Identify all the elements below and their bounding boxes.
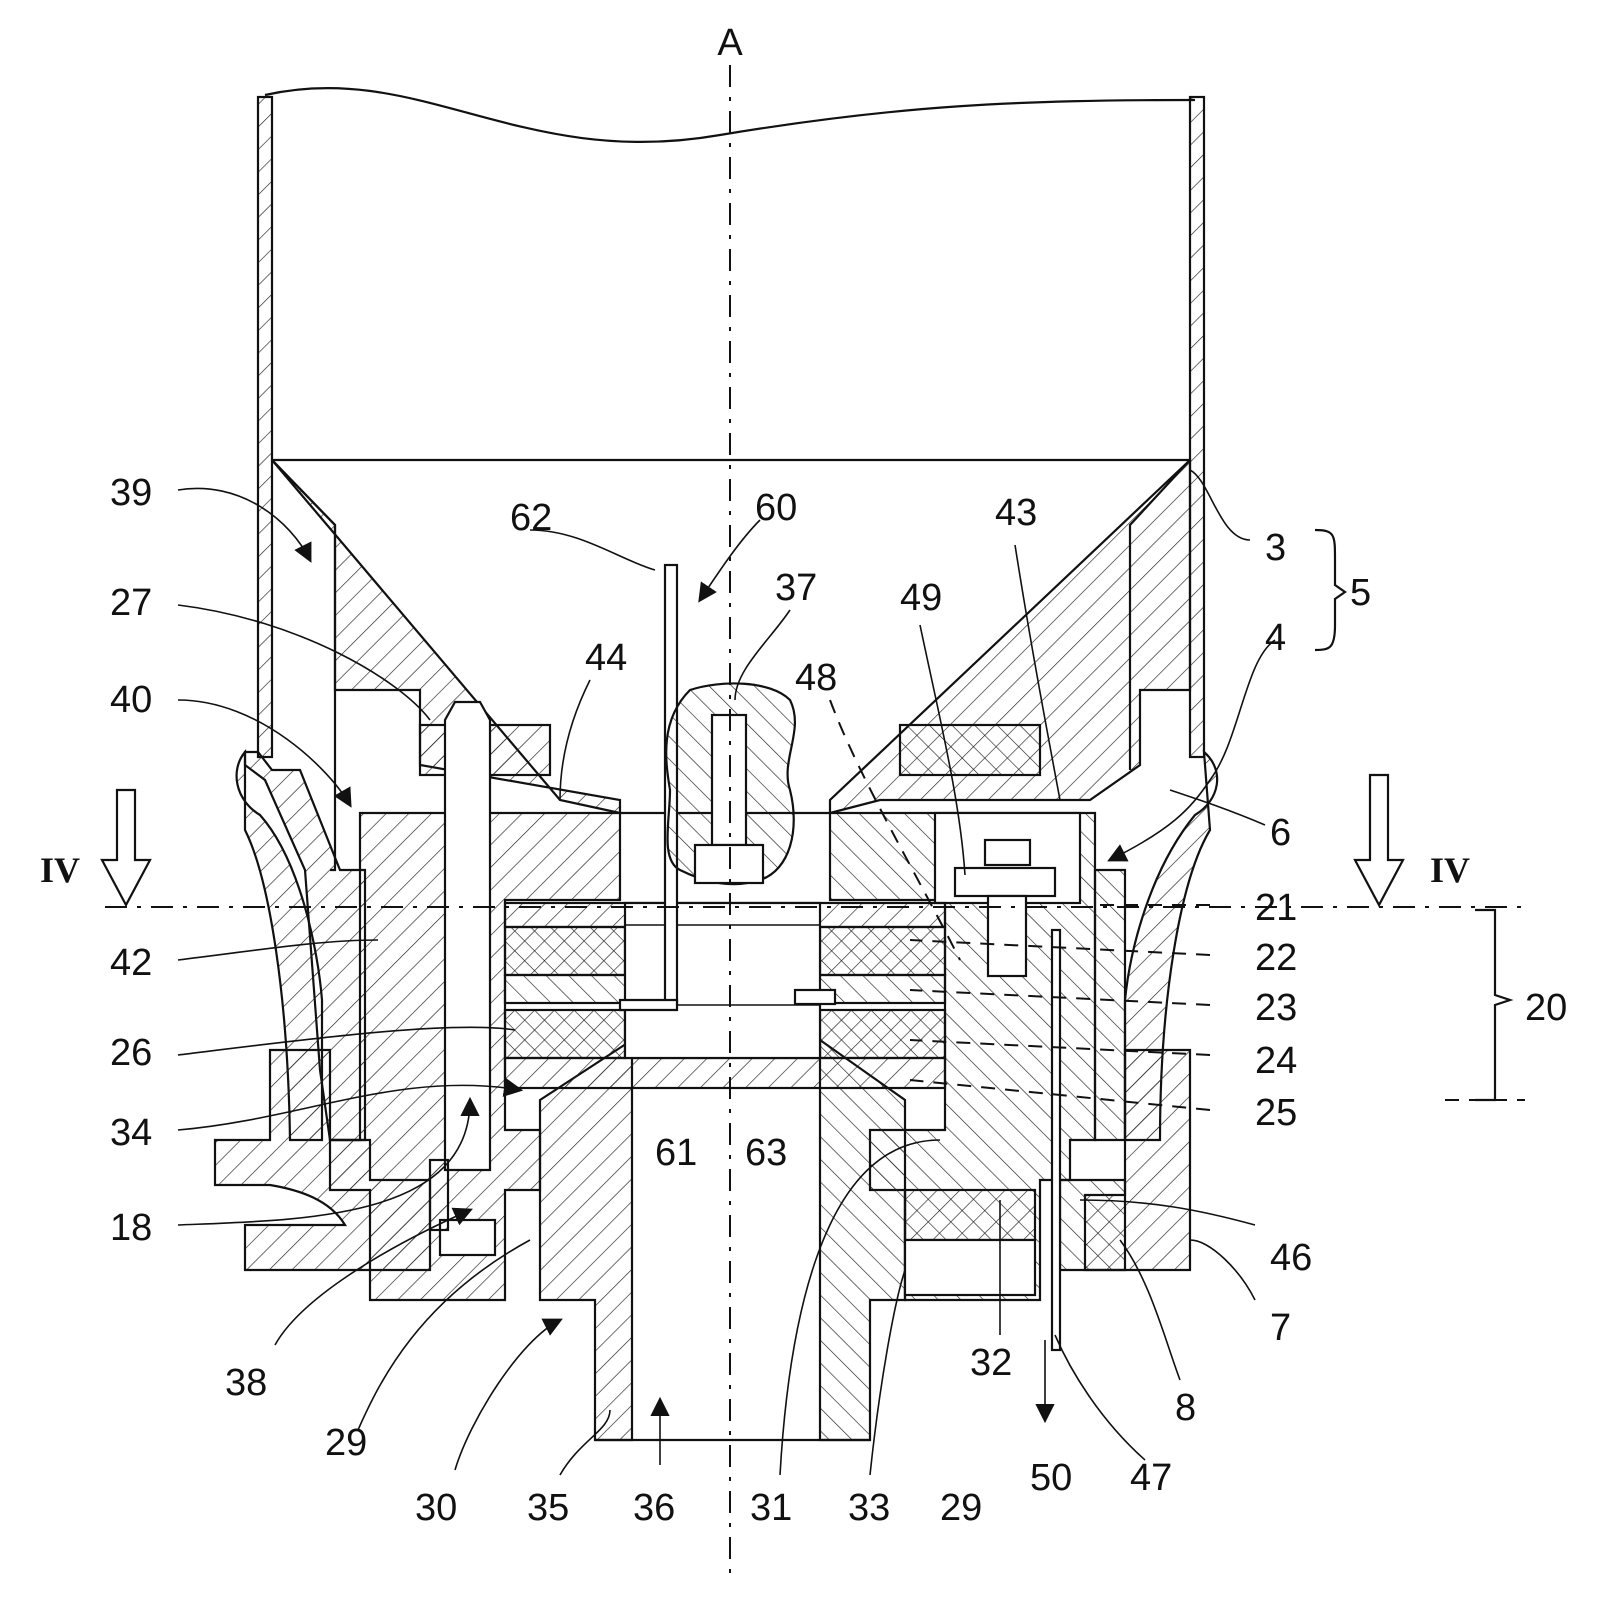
label-7: 7 xyxy=(1270,1307,1291,1349)
label-43: 43 xyxy=(995,492,1037,534)
label-62: 62 xyxy=(510,497,552,539)
brace-5 xyxy=(1315,530,1345,650)
label-39: 39 xyxy=(110,472,152,514)
label-3: 3 xyxy=(1265,527,1286,569)
bracket-20 xyxy=(1475,910,1510,1100)
label-5: 5 xyxy=(1350,572,1371,614)
label-25: 25 xyxy=(1255,1092,1297,1134)
label-22: 22 xyxy=(1255,937,1297,979)
plate-stack xyxy=(505,903,945,1088)
section-arrow-left-icon xyxy=(102,790,150,905)
axis-label: A xyxy=(717,22,743,64)
label-31: 31 xyxy=(750,1487,792,1529)
label-27: 27 xyxy=(110,582,152,624)
label-35: 35 xyxy=(527,1487,569,1529)
label-60: 60 xyxy=(755,487,797,529)
label-29-right: 29 xyxy=(940,1487,982,1529)
label-34: 34 xyxy=(110,1112,152,1154)
ring-43 xyxy=(900,725,1040,775)
label-36: 36 xyxy=(633,1487,675,1529)
label-30: 30 xyxy=(415,1487,457,1529)
label-61: 61 xyxy=(655,1132,697,1174)
section-label-left: IV xyxy=(40,850,80,890)
label-6: 6 xyxy=(1270,812,1291,854)
label-48: 48 xyxy=(795,657,837,699)
label-21: 21 xyxy=(1255,887,1297,929)
label-4: 4 xyxy=(1265,617,1286,659)
ring-33 xyxy=(905,1240,1035,1295)
label-40: 40 xyxy=(110,679,152,721)
label-26: 26 xyxy=(110,1032,152,1074)
section-arrow-right-icon xyxy=(1355,775,1403,905)
label-24: 24 xyxy=(1255,1040,1297,1082)
outlet-nozzle xyxy=(540,1040,905,1440)
label-46: 46 xyxy=(1270,1237,1312,1279)
label-47: 47 xyxy=(1130,1457,1172,1499)
label-42: 42 xyxy=(110,942,152,984)
section-label-right: IV xyxy=(1430,850,1470,890)
label-32: 32 xyxy=(970,1342,1012,1384)
label-18: 18 xyxy=(110,1207,152,1249)
label-23: 23 xyxy=(1255,987,1297,1029)
label-49: 49 xyxy=(900,577,942,619)
label-38: 38 xyxy=(225,1362,267,1404)
label-37: 37 xyxy=(775,567,817,609)
label-33: 33 xyxy=(848,1487,890,1529)
label-50: 50 xyxy=(1030,1457,1072,1499)
label-44: 44 xyxy=(585,637,627,679)
label-20: 20 xyxy=(1525,987,1567,1029)
label-8: 8 xyxy=(1175,1387,1196,1429)
ring-32 xyxy=(905,1190,1035,1240)
rod-47 xyxy=(1052,930,1060,1350)
label-63: 63 xyxy=(745,1132,787,1174)
label-29-left: 29 xyxy=(325,1422,367,1464)
